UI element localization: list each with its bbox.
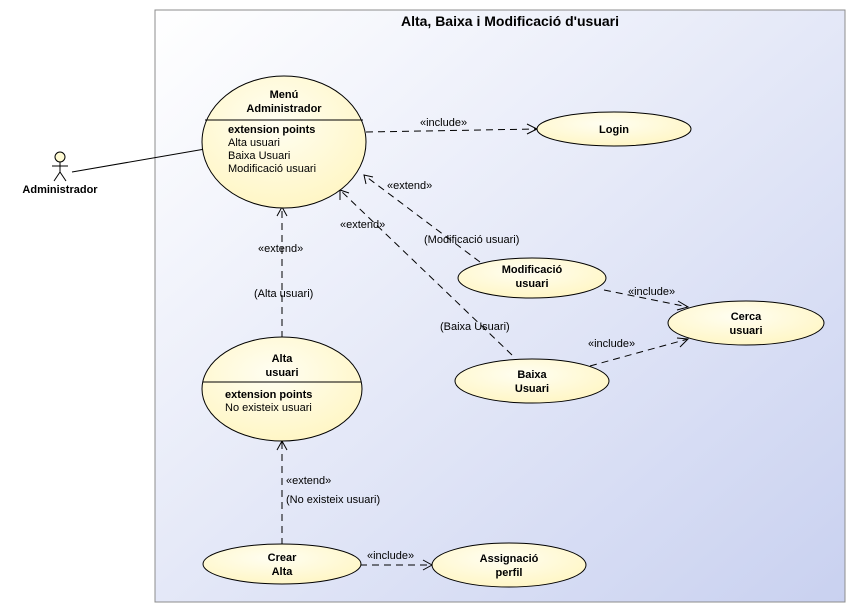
include-menu-login-line xyxy=(365,128,538,133)
usecase-title-line1: Baixa xyxy=(517,369,547,381)
arrowhead-cerca-from-baixa xyxy=(676,337,690,348)
usecase-modificacio-usuari[interactable]: Modificació usuari xyxy=(457,257,607,299)
extension-point: No existeix usuari xyxy=(225,402,312,414)
label-include-mod-cerca: «include» xyxy=(628,286,675,298)
usecase-title-line2: Administrador xyxy=(246,103,322,115)
extend-baixa-menu-line xyxy=(339,189,513,356)
label-cond-baixa-menu: (Baixa Usuari) xyxy=(440,321,510,333)
label-extend-crear-alta: «extend» xyxy=(286,475,331,487)
usecase-cerca-usuari[interactable]: Cerca usuari xyxy=(667,300,825,346)
usecase-title-line1: Assignació xyxy=(480,553,539,565)
usecase-title-line1: Cerca xyxy=(731,311,762,323)
extension-point: Alta usuari xyxy=(228,137,280,149)
arrowhead-cerca-from-mod xyxy=(676,300,690,311)
usecase-title-line2: Usuari xyxy=(515,383,549,395)
extension-points-header: extension points xyxy=(228,124,315,136)
label-cond-crear-alta: (No existeix usuari) xyxy=(286,494,380,506)
diagram-title: Alta, Baixa i Modificació d'usuari xyxy=(401,13,619,29)
usecase-title-line2: usuari xyxy=(729,325,762,337)
label-extend-mod-menu: «extend» xyxy=(387,180,432,192)
usecase-title: Login xyxy=(599,124,629,136)
usecase-title-line1: Crear xyxy=(268,552,297,564)
label-include-baixa-cerca: «include» xyxy=(588,338,635,350)
usecase-login[interactable]: Login xyxy=(536,111,692,147)
usecase-menu-administrador[interactable]: Menú Administrador extension points Alta… xyxy=(201,75,367,209)
label-cond-alta-menu: (Alta usuari) xyxy=(254,288,313,300)
label-cond-mod-menu: (Modificació usuari) xyxy=(424,234,519,246)
usecase-crear-alta[interactable]: Crear Alta xyxy=(202,543,362,585)
usecase-title-line2: Alta xyxy=(272,566,294,578)
label-extend-alta-menu: «extend» xyxy=(258,243,303,255)
usecase-title-line1: Alta xyxy=(272,353,294,365)
stick-figure-icon xyxy=(52,151,68,182)
include-baixa-cerca-line xyxy=(589,338,689,367)
usecase-title-line2: usuari xyxy=(265,367,298,379)
label-extend-baixa-menu: «extend» xyxy=(340,219,385,231)
include-mod-cerca-line xyxy=(603,289,689,308)
usecase-title-line2: usuari xyxy=(515,278,548,290)
extension-point: Modificació usuari xyxy=(228,163,316,175)
usecase-alta-usuari[interactable]: Alta usuari extension points No existeix… xyxy=(201,336,363,442)
arrowhead-menu-from-mod xyxy=(363,174,374,185)
extension-points-header: extension points xyxy=(225,389,312,401)
extension-point: Baixa Usuari xyxy=(228,150,290,162)
usecase-title-line2: perfil xyxy=(496,567,523,579)
extend-mod-menu-line xyxy=(363,174,481,263)
usecase-baixa-usuari[interactable]: Baixa Usuari xyxy=(454,358,610,404)
association-line xyxy=(71,148,206,173)
label-include-crear-assignacio: «include» xyxy=(367,550,414,562)
actor-label: Administrador xyxy=(22,184,98,196)
usecase-assignacio-perfil[interactable]: Assignació perfil xyxy=(431,542,587,588)
usecase-title-line1: Modificació xyxy=(502,264,563,276)
usecase-title-line1: Menú xyxy=(270,89,299,101)
label-include-menu-login: «include» xyxy=(420,117,467,129)
actor-administrador[interactable]: Administrador xyxy=(22,151,98,196)
